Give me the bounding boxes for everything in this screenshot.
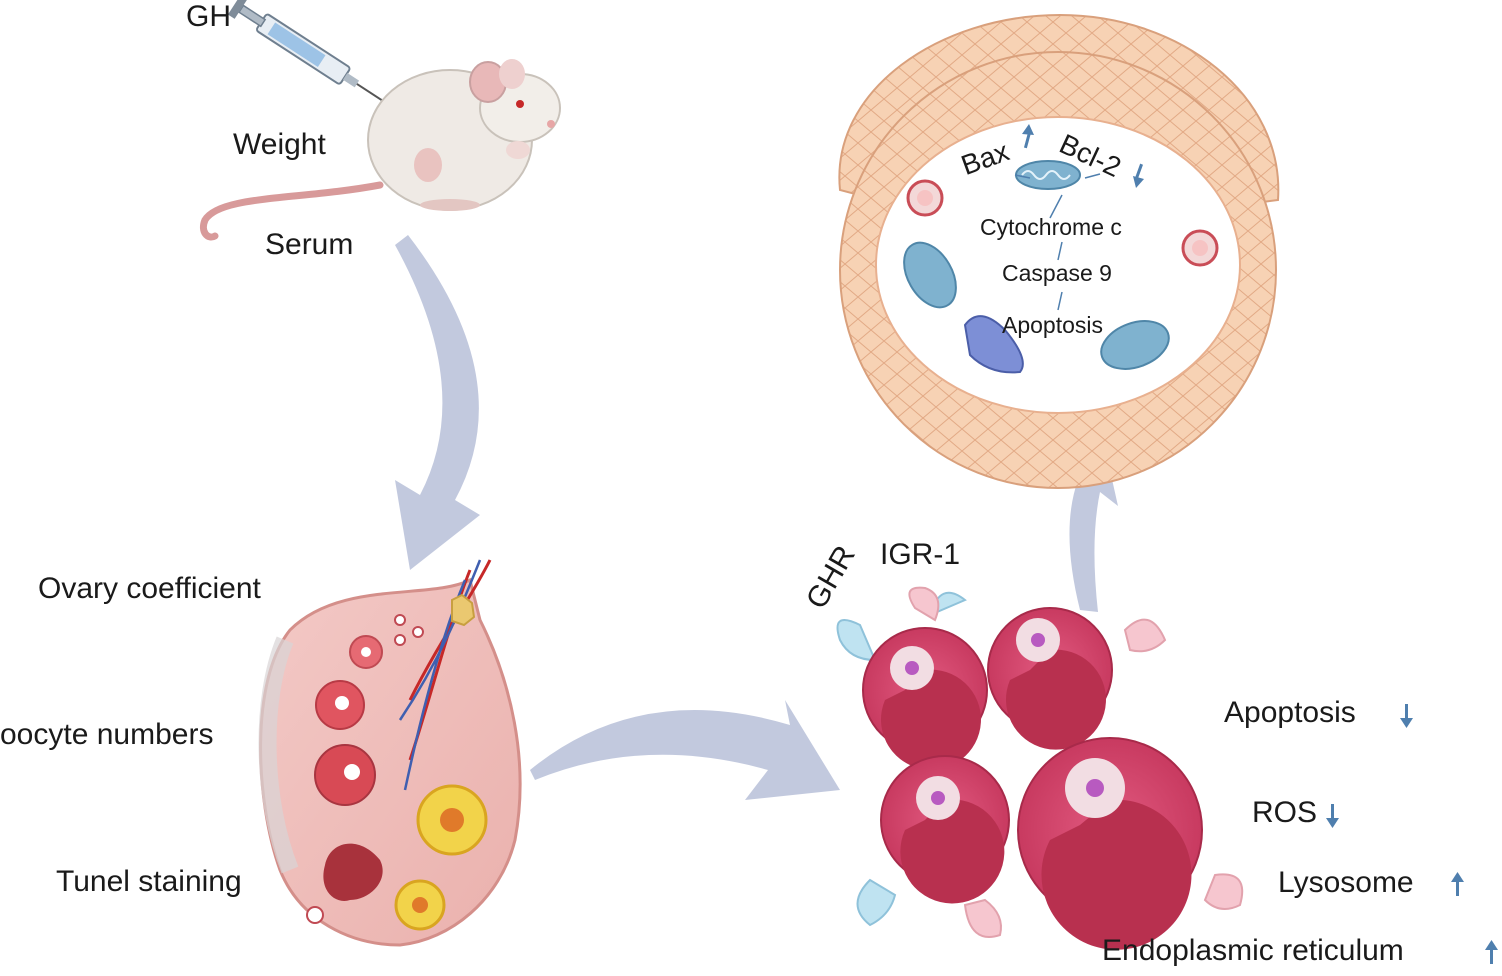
- weight-label: Weight: [233, 128, 326, 161]
- pathway-step-caspase: Caspase 9: [1002, 260, 1112, 286]
- effect-apoptosis-label: Apoptosis: [1224, 696, 1356, 729]
- pathway-step-cytochrome: Cytochrome c: [980, 214, 1122, 240]
- tunel-staining-label: Tunel staining: [56, 865, 242, 898]
- bcl2-down-arrow-icon: [1133, 163, 1144, 188]
- ros-down-arrow-icon: [1326, 804, 1339, 828]
- effect-ros-label: ROS: [1252, 796, 1318, 829]
- mouse-icon: [199, 59, 561, 241]
- bax-up-arrow-icon: [1022, 124, 1034, 149]
- pathway-step-apoptosis: Apoptosis: [1002, 312, 1104, 338]
- lysosome-up-arrow-icon: [1451, 872, 1464, 896]
- effect-lysosome-label: Lysosome: [1278, 866, 1414, 899]
- serum-label: Serum: [265, 228, 354, 261]
- syringe-icon: [227, 0, 398, 111]
- flow-arrow-mouse-to-ovary: [395, 235, 480, 570]
- gh-label: GH: [186, 0, 231, 33]
- ovary-coefficient-label: Ovary coefficient: [38, 572, 261, 605]
- apoptosis-down-arrow-icon: [1400, 704, 1413, 728]
- oocyte-numbers-label: oocyte numbers: [0, 718, 214, 751]
- follicle-icon: [838, 13, 1280, 489]
- ovary-icon: [258, 559, 522, 947]
- flow-arrow-ovary-to-cells: [530, 700, 840, 800]
- effect-er-label: Endoplasmic reticulum: [1102, 934, 1404, 967]
- flow-arrow-cells-to-follicle: [1055, 448, 1118, 612]
- igr1-label: IGR-1: [880, 538, 961, 571]
- cell-cluster: [836, 586, 1244, 950]
- er-up-arrow-icon: [1485, 940, 1498, 964]
